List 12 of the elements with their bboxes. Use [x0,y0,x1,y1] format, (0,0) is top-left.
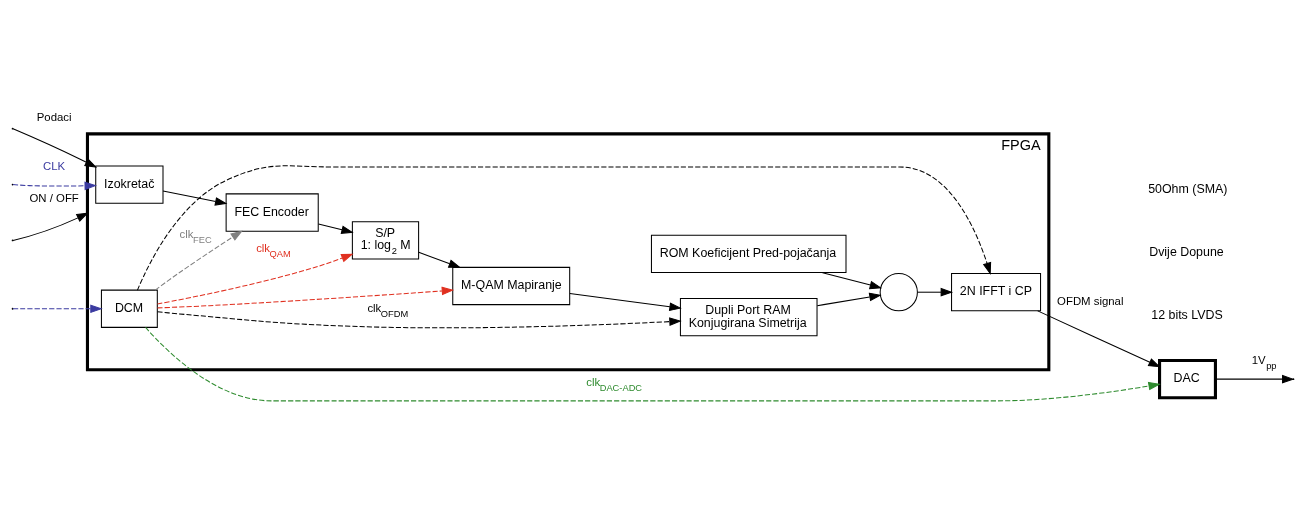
label: 50Ohm (SMA) [1148,181,1228,196]
edge-label: Podaci [36,111,72,124]
edge-label: ON / OFF [29,191,79,204]
edge-label: clk$_{QAM}$ [256,241,291,259]
edge-label: 1V$_{pp}$ [1251,354,1277,372]
edge-label: OFDM signal [1057,295,1124,308]
edge-label: clk$_{DAC-ADC}$ [586,376,643,394]
label: 12 bits LVDS [1151,308,1223,323]
label: Dvije Dopune [1149,245,1224,260]
edge-label: clk$_{FEC}$ [179,228,212,246]
edge-label: clk$_{OFDM}$ [367,301,409,319]
edge-label: CLK [42,159,66,172]
